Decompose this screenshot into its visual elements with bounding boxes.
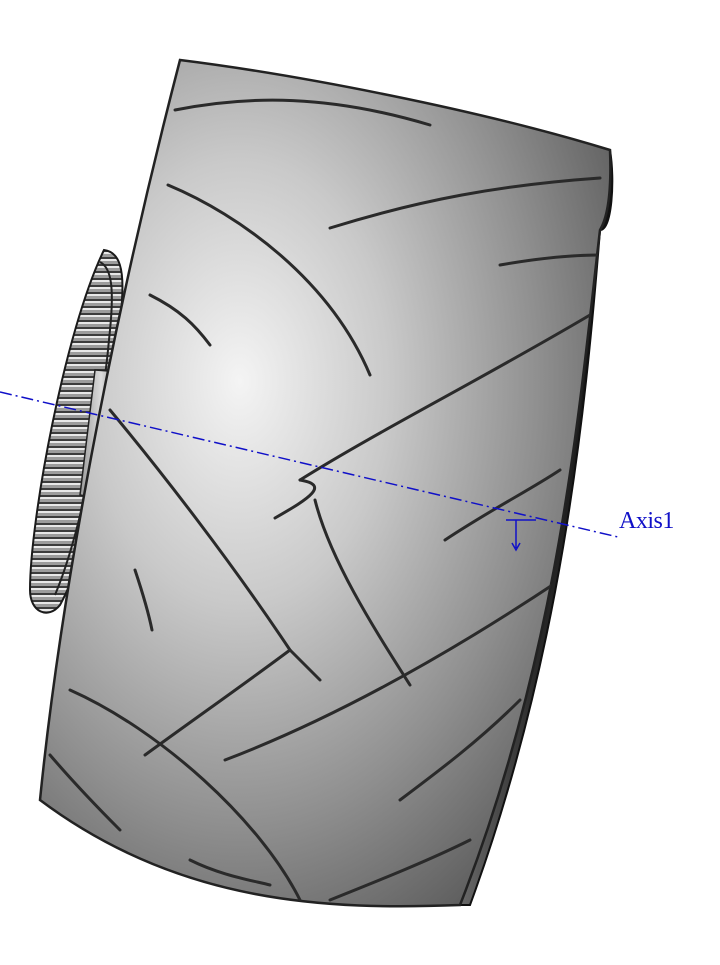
tire-tread-body xyxy=(38,58,612,908)
axis1-line xyxy=(0,391,619,552)
axis-label[interactable]: Axis1 xyxy=(619,508,674,534)
